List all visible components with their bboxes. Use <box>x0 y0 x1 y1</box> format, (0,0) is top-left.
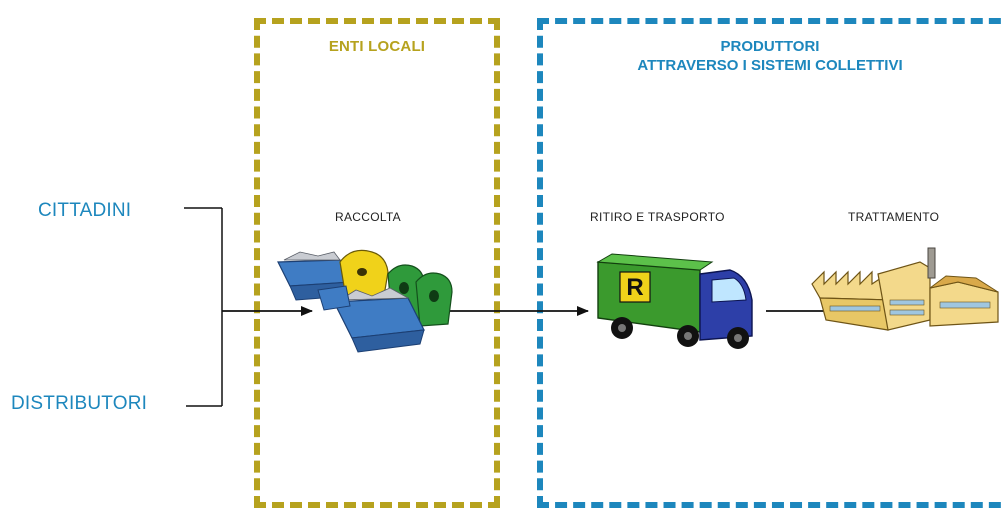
stage-trattamento-label: TRATTAMENTO <box>848 210 940 224</box>
enti-locali-title: ENTI LOCALI <box>328 38 426 55</box>
factory-illustration <box>811 247 999 331</box>
produttori-title: PRODUTTORI ATTRAVERSO I SISTEMI COLLETTI… <box>560 37 980 75</box>
produttori-title-line1: PRODUTTORI <box>720 38 820 55</box>
truck-logo-badge <box>619 271 651 303</box>
actor-distributori: DISTRIBUTORI <box>11 393 148 414</box>
produttori-title-line2: ATTRAVERSO I SISTEMI COLLETTIVI <box>637 57 903 74</box>
truck-logo-letter: R <box>626 274 643 301</box>
actors-bracket-connector <box>184 207 313 407</box>
stage-raccolta-label: RACCOLTA <box>335 210 401 224</box>
collection-bins-illustration <box>277 249 453 353</box>
truck-illustration: R <box>596 253 753 349</box>
actor-cittadini: CITTADINI <box>38 200 132 221</box>
stage-ritiro-label: RITIRO E TRASPORTO <box>590 210 725 224</box>
